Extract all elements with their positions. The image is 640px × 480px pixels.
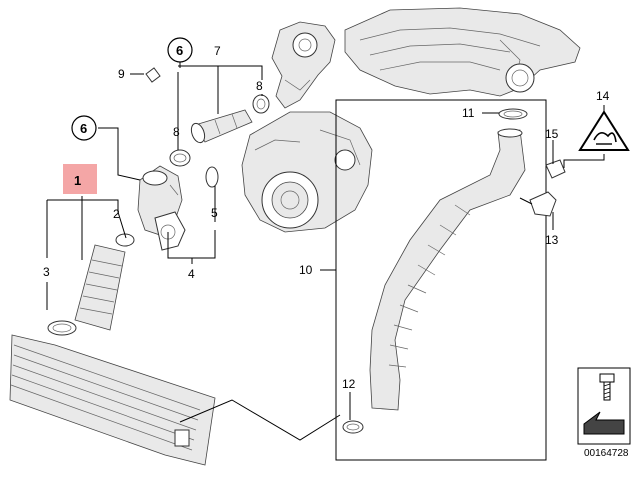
elbow-connector <box>137 165 186 251</box>
charge-pipe <box>190 109 253 144</box>
direction-arrow-icon <box>583 411 625 435</box>
seal-ring-8-lower <box>169 149 191 167</box>
callout-15: 15 <box>545 127 559 141</box>
callout-13: 13 <box>545 233 559 247</box>
callout-12: 12 <box>342 377 356 391</box>
callout-4: 4 <box>188 267 195 281</box>
callout-1: 1 <box>74 173 81 188</box>
gasket-12 <box>342 420 364 434</box>
intercooler <box>9 334 216 466</box>
seal-ring-8-upper <box>252 94 270 114</box>
corrugated-hose <box>369 128 526 411</box>
clip-9 <box>145 67 161 83</box>
callout-6-lower-circle <box>71 115 97 141</box>
seal-ring-11 <box>498 108 528 120</box>
reference-number: 00164728 <box>584 448 629 459</box>
part-10-group-frame <box>335 99 547 461</box>
gasket-5 <box>205 166 219 188</box>
sensor-13 <box>529 191 557 217</box>
part-1-highlight <box>63 164 97 194</box>
ring-3 <box>47 320 77 336</box>
screw-icon <box>599 373 615 401</box>
callout-8-lower: 8 <box>173 125 180 139</box>
callout-6-upper-circle <box>167 37 193 63</box>
callout-9: 9 <box>118 67 125 81</box>
turbocharger <box>241 111 373 233</box>
turbo-actuator-upper <box>271 21 336 109</box>
callout-8-upper: 8 <box>256 79 263 93</box>
callout-10: 10 <box>299 263 313 277</box>
callout-11: 11 <box>462 106 475 120</box>
charge-air-hose <box>74 244 126 331</box>
clip-15 <box>545 159 566 179</box>
fastener-legend <box>577 367 631 445</box>
callout-2: 2 <box>113 207 120 221</box>
callout-14: 14 <box>596 89 610 103</box>
callout-7: 7 <box>214 44 221 58</box>
intake-manifold <box>344 7 581 97</box>
callout-6-lower: 6 <box>80 121 87 136</box>
leader-lines <box>46 62 605 441</box>
callout-6-upper: 6 <box>176 43 183 58</box>
turbo-warning-icon <box>578 110 630 151</box>
callout-5: 5 <box>211 206 218 220</box>
callout-3: 3 <box>43 265 50 279</box>
